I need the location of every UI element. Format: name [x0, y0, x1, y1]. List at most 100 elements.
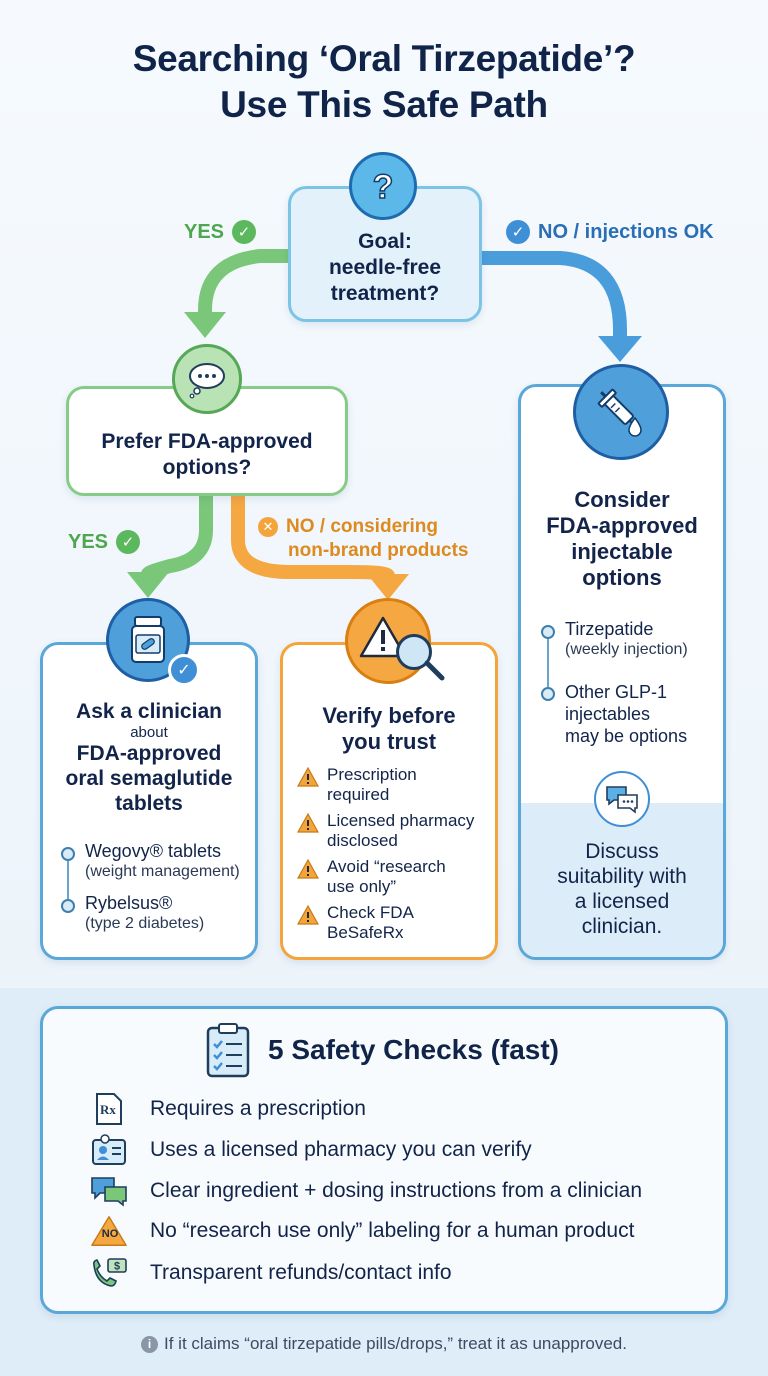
chat-bubbles-icon	[594, 771, 650, 827]
svg-text:Rx: Rx	[100, 1102, 116, 1117]
no-arrow-mid	[231, 489, 395, 583]
yes-arrow-top-head	[184, 312, 226, 338]
no-arrow-top	[475, 251, 627, 347]
safety-check-row: Rx Requires a prescription	[90, 1092, 366, 1126]
list-item: Rybelsus® (type 2 diabetes)	[61, 893, 204, 934]
phone-money-icon: $	[90, 1256, 128, 1290]
yes-arrow-top	[198, 249, 297, 323]
item-line: disclosed	[327, 831, 398, 850]
x-icon: ✕	[258, 517, 278, 537]
svg-text:?: ?	[373, 168, 394, 206]
prescription-icon: Rx	[90, 1092, 128, 1126]
safety-check-row: Uses a licensed pharmacy you can verify	[90, 1133, 532, 1167]
page-title-line1: Searching ‘Oral Tirzepatide’?	[132, 38, 636, 79]
footer-note: i If it claims “oral tirzepatide pills/d…	[0, 1334, 768, 1354]
yes-label-mid-text: YES	[68, 530, 109, 553]
safety-check-text: Clear ingredient + dosing instructions f…	[150, 1179, 642, 1202]
start-line3: treatment?	[330, 282, 440, 305]
bullet-dot	[541, 687, 555, 701]
oral-heading-line3: oral semaglutide	[65, 767, 233, 790]
item-line: Check FDA	[327, 903, 414, 922]
verify-heading-line2: you trust	[341, 729, 437, 754]
item-main: Tirzepatide	[565, 619, 654, 639]
oral-heading-line1: Ask a clinician	[76, 700, 222, 723]
yes-arrow-mid-head	[127, 572, 169, 598]
safety-checks-title: 5 Safety Checks (fast)	[268, 1034, 560, 1065]
no-arrow-mid-head	[367, 574, 409, 600]
check-badge-icon: ✓	[168, 654, 200, 686]
no-label-mid-line2: non-brand products	[288, 540, 469, 561]
no-label-top: ✓ NO / injections OK	[506, 220, 714, 244]
safety-checks-header: 5 Safety Checks (fast)	[204, 1022, 559, 1078]
safety-check-text: No “research use only” labeling for a hu…	[150, 1219, 635, 1242]
injectable-box: Consider FDA-approved injectable options…	[518, 384, 726, 960]
warning-icon	[297, 905, 319, 925]
item-line: use only”	[327, 877, 396, 896]
question-icon: ?	[349, 152, 417, 220]
start-line2: needle-free	[328, 256, 442, 279]
item-sub: (weight management)	[85, 863, 240, 880]
safety-check-text: Transparent refunds/contact info	[150, 1261, 452, 1284]
discuss-line4: clinician.	[581, 915, 663, 938]
safety-check-text: Requires a prescription	[150, 1097, 366, 1120]
clipboard-checklist-icon	[206, 1023, 250, 1078]
list-item: Wegovy® tablets (weight management)	[61, 841, 240, 882]
item-line: injectables	[565, 704, 651, 724]
safety-check-text: Uses a licensed pharmacy you can verify	[150, 1138, 532, 1161]
footer-text: If it claims “oral tirzepatide pills/dro…	[164, 1334, 627, 1353]
yes-label-top: YES ✓	[184, 220, 257, 244]
bullet-dot	[61, 847, 75, 861]
oral-about: about	[130, 724, 168, 741]
yes-label-top-text: YES	[184, 220, 225, 243]
thought-bubble-icon	[172, 344, 242, 414]
check-icon: ✓	[116, 530, 141, 554]
no-label-mid-line1: NO / considering	[286, 516, 439, 537]
discuss-line3: a licensed	[574, 890, 670, 913]
warning-icon	[297, 813, 319, 833]
injectable-heading-line3: injectable	[571, 539, 673, 564]
no-arrow-top-head	[598, 336, 642, 362]
bullet-dot	[61, 899, 75, 913]
discuss-panel	[521, 803, 723, 957]
verify-heading-line1: Verify before	[322, 703, 456, 728]
yes-arrow-mid	[141, 489, 213, 581]
item-main: Rybelsus®	[85, 893, 173, 913]
yes-label-mid: YES ✓	[68, 530, 141, 554]
start-line1: Goal:	[358, 230, 412, 253]
page-title-line2: Use This Safe Path	[220, 84, 548, 125]
svg-text:$: $	[114, 1261, 120, 1273]
warning-icon	[297, 859, 319, 879]
item-line: required	[327, 785, 390, 804]
check-icon: ✓	[506, 220, 530, 244]
item-main: Wegovy® tablets	[85, 841, 221, 861]
list-item: Other GLP-1 injectables may be options	[541, 681, 687, 747]
discuss-line1: Discuss	[585, 840, 659, 863]
safety-check-row: NO No “research use only” labeling for a…	[90, 1214, 634, 1248]
oral-heading-line2: FDA-approved	[76, 742, 222, 765]
prefer-line2: options?	[162, 456, 252, 479]
safety-checks-box	[40, 1006, 728, 1314]
no-badge-text: NO	[101, 1228, 119, 1240]
bullet-dot	[541, 625, 555, 639]
oral-heading-line4: tablets	[115, 792, 183, 815]
item-sub: (weekly injection)	[565, 641, 688, 658]
prefer-line1: Prefer FDA-approved	[101, 430, 313, 453]
pharmacy-id-icon	[90, 1133, 128, 1167]
magnifier-handle	[424, 660, 445, 681]
no-label-top-text: NO / injections OK	[538, 220, 714, 243]
item-line: may be options	[565, 726, 688, 746]
injectable-heading-line2: FDA-approved	[546, 513, 698, 538]
injectable-heading-line4: options	[582, 565, 662, 590]
check-icon: ✓	[232, 220, 257, 244]
list-item: Tirzepatide (weekly injection)	[541, 619, 688, 660]
list-connector	[67, 857, 69, 903]
chat-icon	[90, 1174, 128, 1208]
item-line: Prescription	[327, 765, 417, 784]
info-icon: i	[141, 1335, 158, 1353]
safety-check-row: Clear ingredient + dosing instructions f…	[90, 1174, 642, 1208]
no-sign-icon: NO	[90, 1214, 128, 1248]
